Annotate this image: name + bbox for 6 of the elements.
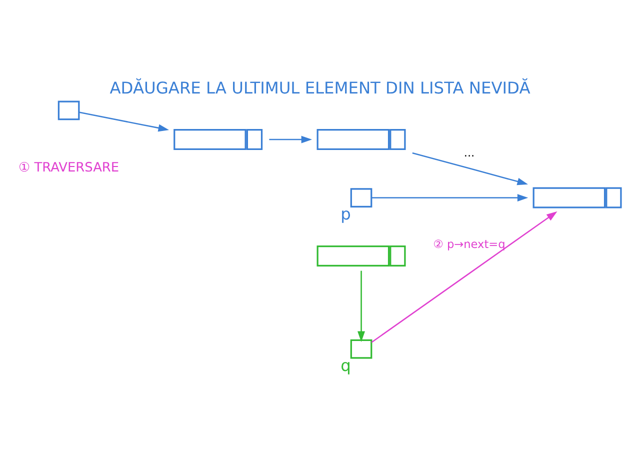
edge-label: ② p→next=q xyxy=(433,237,506,252)
label: ① TRAVERSARE xyxy=(18,160,120,176)
node-label: p xyxy=(340,204,351,224)
node-label: q xyxy=(340,356,351,375)
edge-label: ... xyxy=(464,146,475,160)
diagram-title: ADĂUGARE LA ULTIMUL ELEMENT DIN LISTA NEVIDĂ xyxy=(110,78,530,98)
